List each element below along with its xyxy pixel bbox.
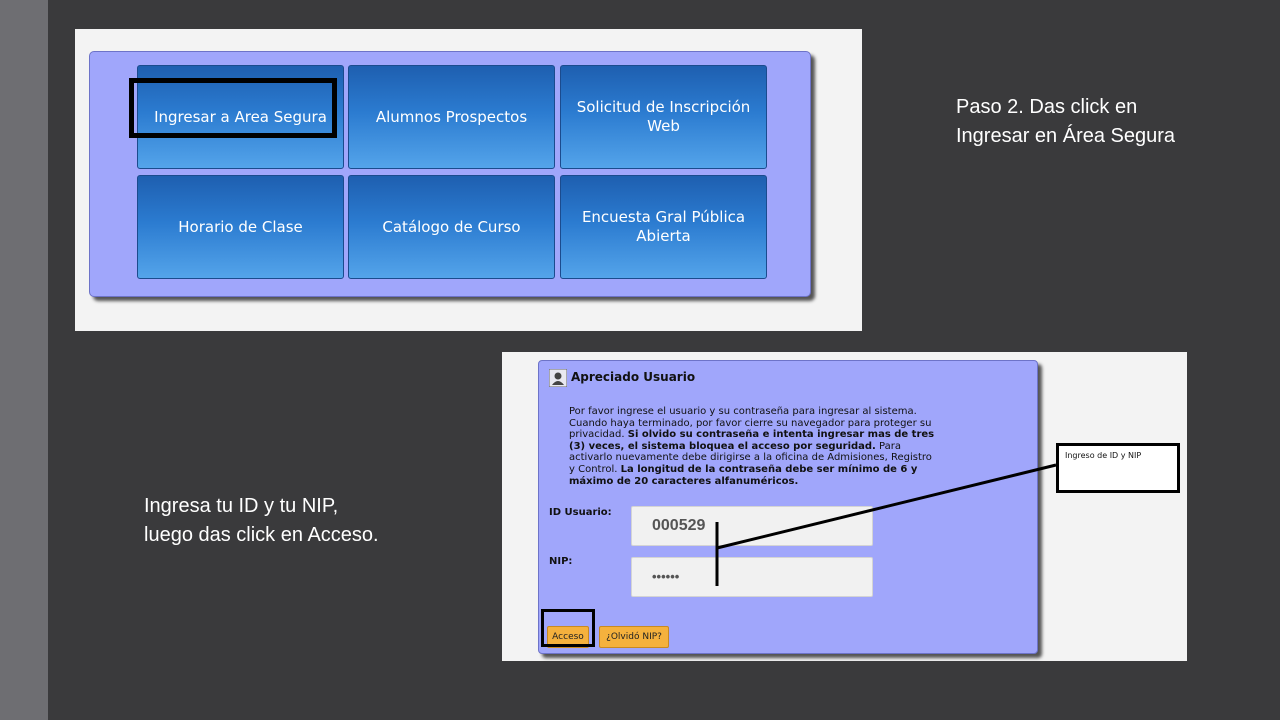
info-text-2: Si olvido su contraseña e intenta ingres…	[569, 429, 935, 452]
id-label: ID Usuario:	[549, 507, 612, 518]
info-text-1: Por favor ingrese el usuario y su contra…	[569, 406, 932, 441]
nip-input[interactable]: ••••••	[631, 557, 873, 597]
access-highlight-box	[541, 609, 595, 647]
login-caption: Ingresa tu ID y tu NIP, luego das click …	[144, 492, 379, 550]
tile-catalogo-curso[interactable]: Catálogo de Curso	[348, 175, 555, 279]
tile-alumnos-prospectos[interactable]: Alumnos Prospectos	[348, 65, 555, 169]
user-icon	[549, 369, 567, 387]
highlight-box	[129, 78, 337, 138]
menu-screenshot: Ingresar a Area Segura Alumnos Prospecto…	[75, 29, 862, 331]
tile-horario-clase[interactable]: Horario de Clase	[137, 175, 344, 279]
step2-caption: Paso 2. Das click en Ingresar en Área Se…	[956, 93, 1175, 151]
login-caption-line1: Ingresa tu ID y tu NIP,	[144, 495, 339, 517]
info-text-4: La longitud de la contraseña debe ser mí…	[569, 463, 918, 487]
tile-encuesta-publica[interactable]: Encuesta Gral Pública Abierta	[560, 175, 767, 279]
step2-caption-line1: Paso 2. Das click en	[956, 96, 1138, 118]
login-panel: Apreciado Usuario Por favor ingrese el u…	[538, 360, 1038, 654]
login-caption-line2: luego das click en Acceso.	[144, 524, 379, 546]
login-screenshot: Apreciado Usuario Por favor ingrese el u…	[502, 352, 1187, 661]
tile-solicitud-inscripcion[interactable]: Solicitud de Inscripción Web	[560, 65, 767, 169]
access-button[interactable]: Acceso	[547, 626, 589, 648]
login-title: Apreciado Usuario	[571, 370, 696, 384]
menu-panel: Ingresar a Area Segura Alumnos Prospecto…	[89, 51, 811, 297]
info-text-3: Para activarlo nuevamente debe dirigirse…	[569, 440, 932, 475]
side-strip	[0, 0, 48, 720]
id-input[interactable]: 000529	[631, 506, 873, 546]
login-info-text: Por favor ingrese el usuario y su contra…	[569, 406, 939, 487]
forgot-nip-button[interactable]: ¿Olvidó NIP?	[599, 626, 669, 648]
callout-box: Ingreso de ID y NIP	[1056, 443, 1180, 493]
nip-label: NIP:	[549, 556, 573, 567]
step2-caption-line2: Ingresar en Área Segura	[956, 125, 1176, 147]
